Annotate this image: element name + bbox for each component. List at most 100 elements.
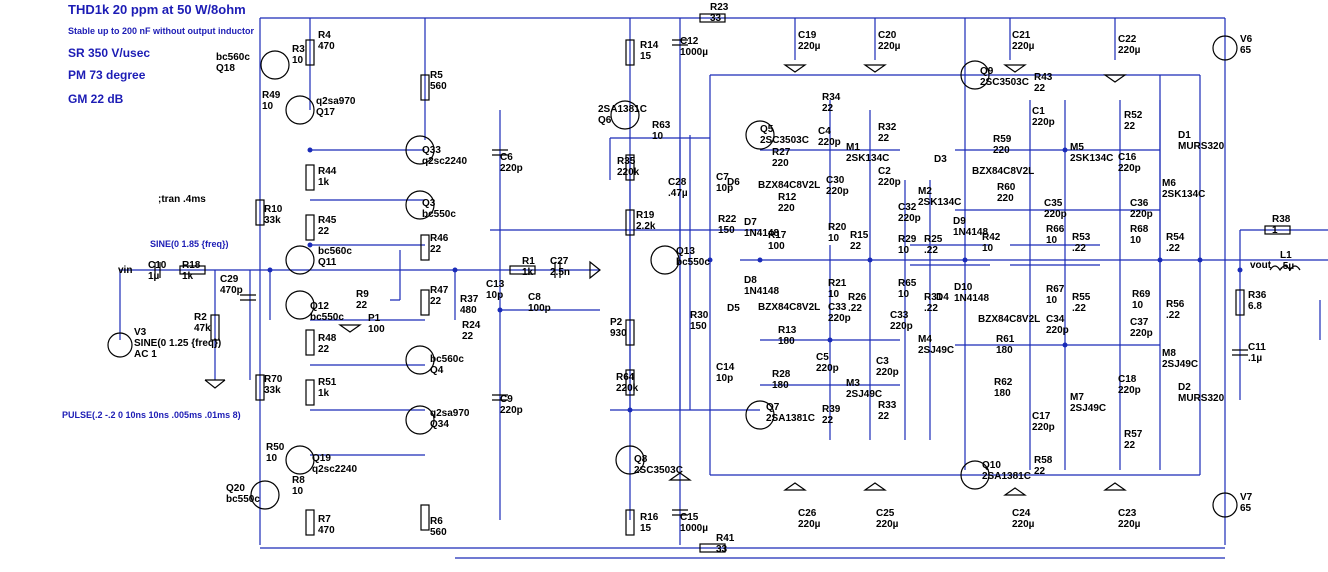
label-q12-line: Q12 [310,301,329,312]
label-c24-line: 220µ [1012,519,1035,530]
label-r25: R25.22 [924,234,943,256]
label-r10-line: 33k [264,215,281,226]
label-c25-line: C25 [876,508,895,519]
label-r19-line: R19 [636,210,655,221]
label-q7-line: Q7 [766,402,780,413]
component-symbols [107,13,1301,553]
label-bzx2-line: BZX84C8V2L [758,302,820,313]
label-c7-line: 10p [716,183,733,194]
label-c20-line: C20 [878,30,897,41]
label-r2-line: R2 [194,312,207,323]
label-c18-line: C18 [1118,374,1137,385]
label-r48-line: R48 [318,333,337,344]
net-vin: vin [118,265,132,276]
label-r62-line: R62 [994,377,1013,388]
note-sine-in: SINE(0 1.85 {freq}) [150,239,229,249]
label-c10-line: C10 [148,260,167,271]
label-r59-line: 220 [993,145,1010,156]
label-d4-line: D4 [936,292,949,303]
label-c16-line: C16 [1118,152,1137,163]
label-m3-line: 2SJ49C [846,389,882,400]
label-q8-line: Q8 [634,454,648,465]
label-r65-line: 10 [898,289,910,300]
label-d8-line: 1N4148 [744,286,779,297]
label-v3-line: V3 [134,327,147,338]
label-r46-line: R46 [430,233,449,244]
label-r37-line: 480 [460,305,477,316]
label-c13-line: 10p [486,290,503,301]
label-c27-line: C27 [550,256,569,267]
label-r31-line: R31 [924,292,943,303]
label-d6: D6 [727,177,740,188]
label-r69-line: 10 [1132,300,1144,311]
label-d3: D3 [934,154,947,165]
label-r53-line: R53 [1072,232,1091,243]
label-r69-line: R69 [1132,289,1151,300]
label-c9-line: C9 [500,394,513,405]
label-r50-line: R50 [266,442,285,453]
label-r30-line: R30 [690,310,709,321]
label-r5-line: R5 [430,70,443,81]
label-q17-line: Q17 [316,107,335,118]
label-c8-line: C8 [528,292,541,303]
label-r41-line: R41 [716,533,735,544]
label-r26: R26.22 [848,292,867,314]
label-r17-line: R17 [768,230,787,241]
label-r52-line: R52 [1124,110,1143,121]
label-r26-line: .22 [848,303,862,314]
label-r9-line: R9 [356,289,369,300]
label-m8-line: M8 [1162,348,1176,359]
note-stable: Stable up to 200 nF without output induc… [68,26,254,36]
label-c34-line: C34 [1046,314,1065,325]
label-r5-line: 560 [430,81,447,92]
label-r68-line: R68 [1130,224,1149,235]
label-r34-line: 22 [822,103,834,114]
label-r4-line: R4 [318,30,331,41]
label-v3-line: SINE(0 1.25 {freq}) [134,338,221,349]
label-m3-line: M3 [846,378,860,389]
label-bzx4-line: BZX84C8V2L [978,314,1040,325]
label-r51-line: 1k [318,388,330,399]
label-c12-line: C12 [680,36,699,47]
label-r45-line: 22 [318,226,330,237]
label-bzx2: BZX84C8V2L [758,302,820,313]
label-q11-line: Q11 [318,257,337,268]
label-q5-line: Q5 [760,124,774,135]
label-m2-line: 2SK134C [918,197,961,208]
